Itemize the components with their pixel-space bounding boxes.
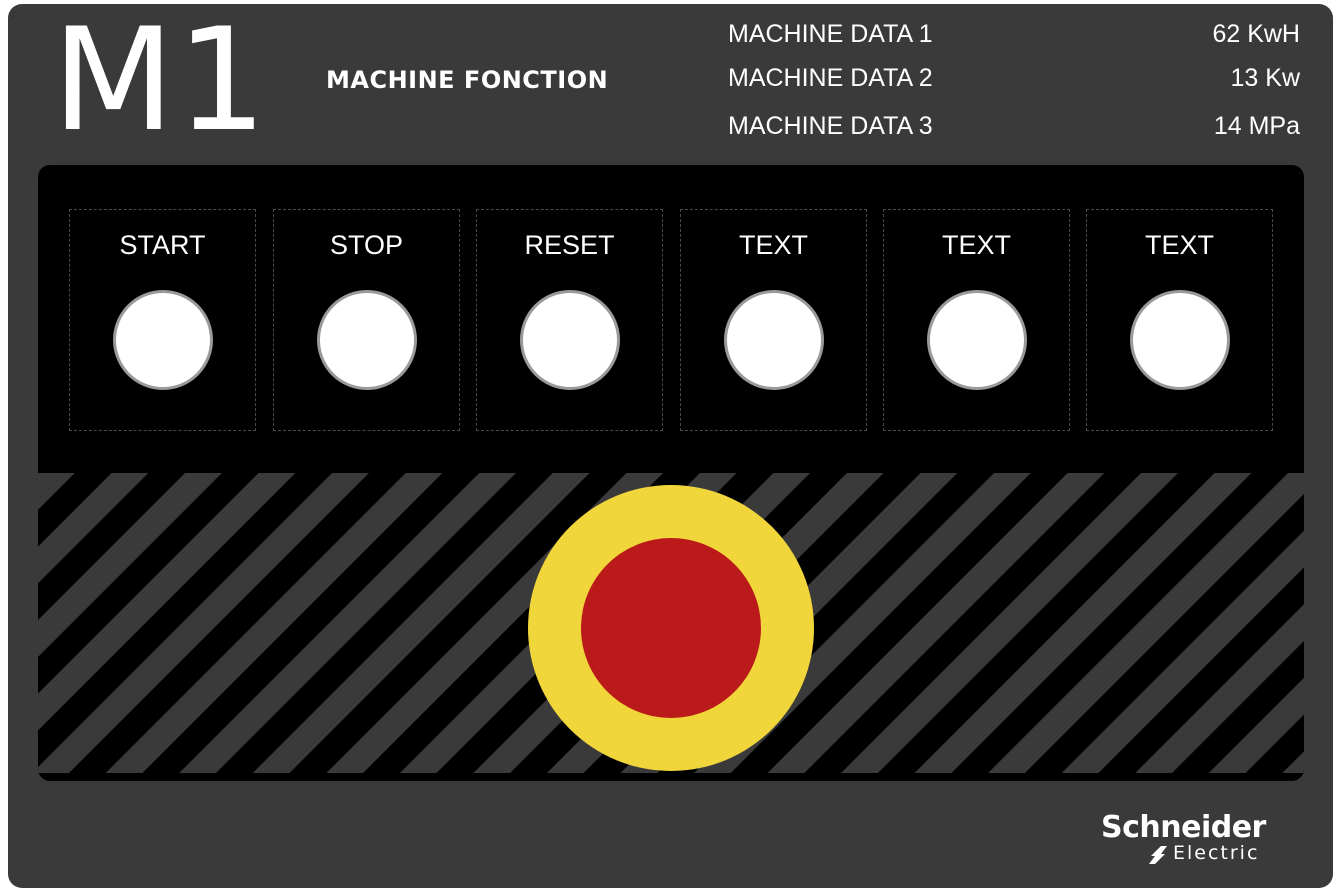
emergency-stop-cap: [581, 538, 761, 718]
machine-data-row: MACHINE DATA 1 62 KwH: [728, 20, 1300, 68]
machine-data-label: MACHINE DATA 2: [728, 64, 933, 92]
text-button-3-label: TEXT: [1144, 230, 1214, 260]
reset-button[interactable]: [520, 290, 620, 390]
start-button[interactable]: [113, 290, 213, 390]
text-button-1-label: TEXT: [738, 230, 808, 260]
machine-data-value: 14 MPa: [1213, 112, 1300, 140]
machine-data-list: MACHINE DATA 1 62 KwH MACHINE DATA 2 13 …: [728, 20, 1300, 164]
control-area: START STOP RESET TEXT TEXT TEXT: [38, 165, 1304, 781]
button-cell-reset: RESET: [476, 209, 663, 431]
machine-data-row: MACHINE DATA 3 14 MPa: [728, 112, 1300, 160]
text-button-1[interactable]: [724, 290, 824, 390]
logo-name: Schneider: [1101, 810, 1266, 845]
button-cell-stop: STOP: [273, 209, 460, 431]
machine-data-row: MACHINE DATA 2 13 Kw: [728, 64, 1300, 112]
machine-data-value: 13 Kw: [1230, 64, 1300, 92]
machine-id: M1: [52, 0, 269, 163]
schneider-logo: Schneider Electric: [1101, 810, 1281, 870]
logo-subtitle: Electric: [1173, 842, 1260, 864]
button-cell-text-1: TEXT: [680, 209, 867, 431]
emergency-stop-button[interactable]: [528, 485, 814, 771]
reset-button-label: RESET: [524, 230, 615, 260]
stop-button-label: STOP: [329, 230, 404, 260]
push-button-row: START STOP RESET TEXT TEXT TEXT: [38, 165, 1304, 465]
machine-data-label: MACHINE DATA 3: [728, 112, 933, 140]
button-cell-start: START: [69, 209, 256, 431]
text-button-2[interactable]: [927, 290, 1027, 390]
machine-data-label: MACHINE DATA 1: [728, 20, 933, 48]
stop-button[interactable]: [317, 290, 417, 390]
start-button-label: START: [119, 230, 206, 260]
machine-function-title: MACHINE FONCTION: [326, 66, 609, 94]
button-cell-text-3: TEXT: [1086, 209, 1273, 431]
schneider-logo-icon: [1149, 846, 1167, 864]
machine-data-value: 62 KwH: [1212, 20, 1300, 48]
text-button-2-label: TEXT: [941, 230, 1011, 260]
button-cell-text-2: TEXT: [883, 209, 1070, 431]
control-panel: M1 MACHINE FONCTION MACHINE DATA 1 62 Kw…: [8, 4, 1333, 888]
text-button-3[interactable]: [1130, 290, 1230, 390]
